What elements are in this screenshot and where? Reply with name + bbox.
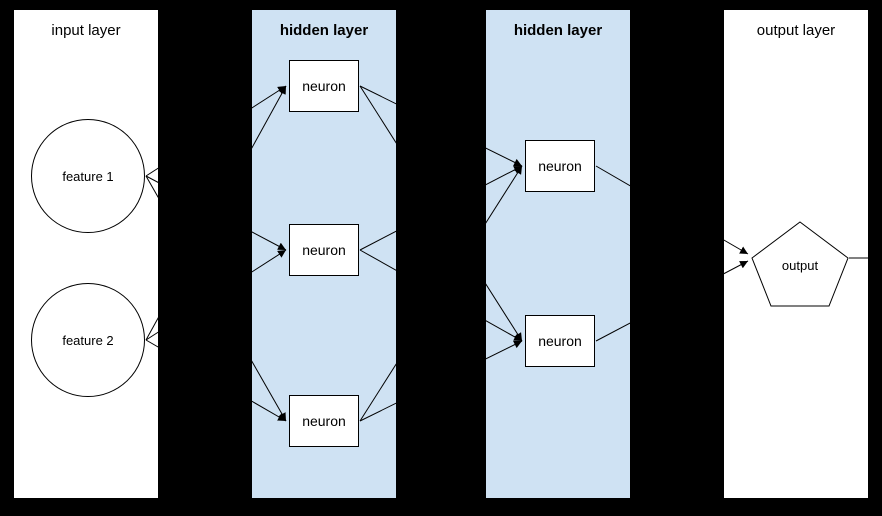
hidden2-neuron-1-label: neuron xyxy=(538,158,582,174)
hidden2-neuron-2-label: neuron xyxy=(538,333,582,349)
output-node: output xyxy=(750,220,850,308)
output-pentagon-shape xyxy=(751,221,849,307)
panel-hidden-layer-2: hidden layer xyxy=(486,10,630,498)
input-node-feature-2-label: feature 2 xyxy=(62,332,114,348)
input-node-feature-1-label: feature 1 xyxy=(62,168,114,184)
hidden1-neuron-1: neuron xyxy=(289,60,359,112)
panel-title-input-layer: input layer xyxy=(51,22,121,39)
panel-input-layer: input layer xyxy=(14,10,158,498)
input-node-feature-1: feature 1 xyxy=(31,119,145,233)
hidden1-neuron-1-label: neuron xyxy=(302,78,346,94)
hidden1-neuron-3-label: neuron xyxy=(302,413,346,429)
output-node-label: output xyxy=(781,258,819,273)
panel-title-hidden-layer-2: hidden layer xyxy=(513,22,603,39)
hidden1-neuron-3: neuron xyxy=(289,395,359,447)
hidden2-neuron-2: neuron xyxy=(525,315,595,367)
panel-title-hidden-layer-1: hidden layer xyxy=(279,22,369,39)
panel-title-output-layer: output layer xyxy=(756,22,836,39)
input-node-feature-2: feature 2 xyxy=(31,283,145,397)
hidden2-neuron-1: neuron xyxy=(525,140,595,192)
hidden1-neuron-2-label: neuron xyxy=(302,242,346,258)
hidden1-neuron-2: neuron xyxy=(289,224,359,276)
